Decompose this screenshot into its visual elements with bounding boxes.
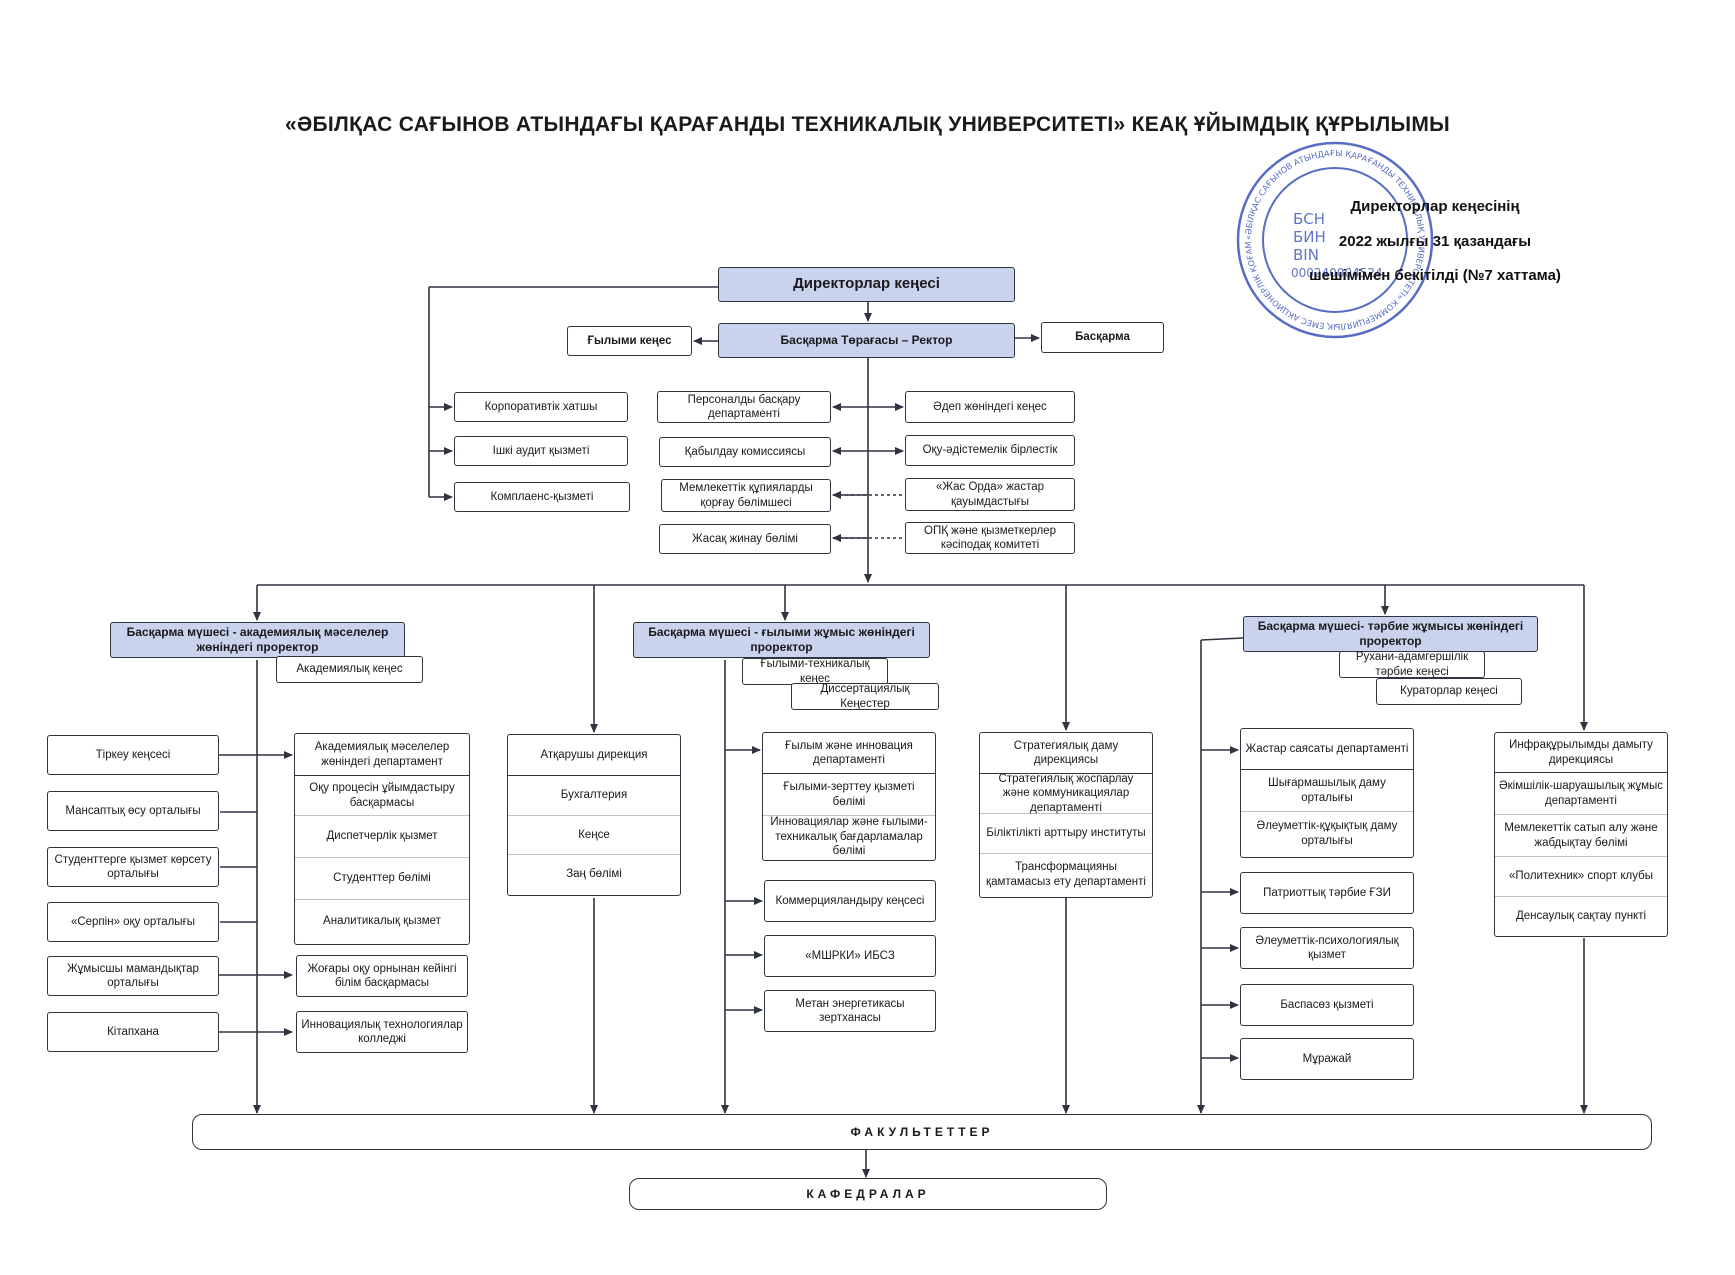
- education-department-stack: Жастар саясаты департаменті Шығармашылық…: [1240, 728, 1414, 858]
- recruitment-unit-box: Жасақ жинау бөлімі: [659, 524, 831, 554]
- scientific-technical-council-box: Ғылыми-техникалық кеңес: [742, 658, 888, 685]
- qualification-institute: Біліктілікті арттыру институты: [980, 814, 1152, 854]
- approval-line-1: Директорлар кеңесінің: [1350, 198, 1520, 215]
- infrastructure-directorate: Инфрақұрылымды дамыту дирекциясы: [1495, 733, 1667, 773]
- strategy-directorate-stack: Стратегиялық даму дирекциясы Стратегиялы…: [979, 732, 1153, 898]
- management-box: Басқарма: [1041, 322, 1164, 353]
- svg-text:000240004524: 000240004524: [1291, 266, 1383, 280]
- executive-directorate: Атқарушы дирекция: [508, 735, 680, 776]
- internal-audit-box: Ішкі аудит қызметі: [454, 436, 628, 466]
- office: Кеңсе: [508, 816, 680, 855]
- transformation-department: Трансформацияны қамтамасыз ету департаме…: [986, 861, 1146, 888]
- svg-text:BIN: BIN: [1293, 246, 1319, 264]
- serpin-center-box: «Серпін» оқу орталығы: [47, 902, 219, 942]
- career-center-box: Мансаптық өсу орталығы: [47, 791, 219, 831]
- mshrki-box: «МШРКИ» ИБСЗ: [764, 935, 936, 977]
- museum-box: Мұражай: [1240, 1038, 1414, 1080]
- academic-affairs-department: Академиялық мәселелер жөніндегі департам…: [295, 734, 469, 776]
- administrative-department: Әкімшілік-шаруашылық жұмыс департаменті: [1495, 773, 1667, 815]
- social-legal-center: Әлеуметтік-құқықтық даму орталығы: [1256, 820, 1398, 847]
- spiritual-council-box: Рухани-адамгершілік тәрбие кеңесі: [1339, 651, 1485, 678]
- approval-line-3: шешімімен бекітілді (№7 хаттама): [1309, 267, 1561, 284]
- learning-process-office: Оқу процесін ұйымдастыру басқармасы: [295, 776, 469, 816]
- academic-department-stack: Академиялық мәселелер жөніндегі департам…: [294, 733, 470, 945]
- curators-council-box: Кураторлар кеңесі: [1376, 678, 1522, 705]
- compliance-service-box: Комплаенс-қызметі: [454, 482, 630, 512]
- executive-directorate-stack: Атқарушы дирекция Бухгалтерия Кеңсе Заң …: [507, 734, 681, 896]
- state-secrets-unit-box: Мемлекеттік құпияларды қорғау бөлімшесі: [661, 479, 831, 512]
- science-council-box: Ғылыми кеңес: [567, 326, 692, 356]
- education-vice-rector-box: Басқарма мүшесі- тәрбие жұмысы жөніндегі…: [1243, 616, 1538, 652]
- polytechnic-sports-club: «Политехник» спорт клубы: [1495, 857, 1667, 897]
- youth-policy-department: Жастар саясаты департаменті: [1241, 729, 1413, 770]
- union-committee-box: ОПҚ және қызметкерлер кәсіподақ комитеті: [905, 522, 1075, 554]
- page-title: «ӘБІЛҚАС САҒЫНОВ АТЫНДАҒЫ ҚАРАҒАНДЫ ТЕХН…: [285, 113, 1450, 136]
- analytics-service: Аналитикалық қызмет: [323, 914, 441, 927]
- chairman-rector-box: Басқарма Төрағасы – Ректор: [718, 323, 1015, 358]
- hr-department-box: Персоналды басқару департаменті: [657, 391, 831, 423]
- library-box: Кітапхана: [47, 1012, 219, 1052]
- infrastructure-directorate-stack: Инфрақұрылымды дамыту дирекциясы Әкімшіл…: [1494, 732, 1668, 937]
- zhas-orda-box: «Жас Орда» жастар қауымдастығы: [905, 478, 1075, 511]
- methodological-association-box: Оқу-әдістемелік бірлестік: [905, 435, 1075, 466]
- social-psychological-service-box: Әлеуметтік-психологиялық қызмет: [1240, 927, 1414, 969]
- science-vice-rector-box: Басқарма мүшесі - ғылыми жұмыс жөніндегі…: [633, 622, 930, 658]
- svg-text:БСН: БСН: [1293, 210, 1325, 228]
- postgraduate-office-box: Жоғары оқу орнынан кейінгі білім басқарм…: [296, 955, 468, 997]
- press-service-box: Баспасөз қызметі: [1240, 984, 1414, 1026]
- accounting: Бухгалтерия: [508, 776, 680, 816]
- registration-office-box: Тіркеу кеңсесі: [47, 735, 219, 775]
- corporate-secretary-box: Корпоративтік хатшы: [454, 392, 628, 422]
- svg-text:БИН: БИН: [1293, 228, 1326, 246]
- innovative-college-box: Инновациялық технологиялар колледжі: [296, 1011, 468, 1053]
- official-seal-icon: «ӘБІЛҚАС САҒЫНОВ АТЫНДАҒЫ ҚАРАҒАНДЫ ТЕХН…: [1235, 140, 1434, 339]
- dispatcher-service: Диспетчерлік қызмет: [295, 816, 469, 858]
- strategic-planning-department: Стратегиялық жоспарлау және коммуникация…: [980, 773, 1152, 814]
- ethics-council-box: Әдеп жөніндегі кеңес: [905, 391, 1075, 423]
- departments-bar: КАФЕДРАЛАР: [629, 1178, 1107, 1210]
- procurement-department: Мемлекеттік сатып алу және жабдықтау бөл…: [1495, 815, 1667, 857]
- health-center: Денсаулық сақтау пункті: [1515, 909, 1647, 922]
- strategic-development-directorate: Стратегиялық даму дирекциясы: [980, 733, 1152, 774]
- research-service-department: Ғылыми-зерттеу қызметі бөлімі: [763, 774, 935, 816]
- patriotic-research-institute-box: Патриоттық тәрбие ҒЗИ: [1240, 872, 1414, 914]
- admission-commission-box: Қабылдау комиссиясы: [659, 437, 831, 467]
- commercialization-office-box: Коммерцияландыру кеңсесі: [764, 880, 936, 922]
- faculties-bar: ФАКУЛЬТЕТТЕР: [192, 1114, 1652, 1150]
- student-services-center-box: Студенттерге қызмет көрсету орталығы: [47, 847, 219, 887]
- legal-department: Заң бөлімі: [566, 867, 622, 880]
- dissertation-councils-box: Диссертациялық Кеңестер: [791, 683, 939, 710]
- students-department: Студенттер бөлімі: [295, 858, 469, 900]
- approval-line-2: 2022 жылғы 31 қазандағы: [1338, 233, 1532, 250]
- methane-lab-box: Метан энергетикасы зертханасы: [764, 990, 936, 1032]
- academic-vice-rector-box: Басқарма мүшесі - академиялық мәселелер …: [110, 622, 405, 658]
- creative-development-center: Шығармашылық даму орталығы: [1241, 770, 1413, 812]
- science-innovation-department: Ғылым және инновация департаменті: [763, 733, 935, 774]
- workers-professions-center-box: Жұмысшы мамандықтар орталығы: [47, 956, 219, 996]
- innovation-programs-department: Инновациялар және ғылыми-техникалық бағд…: [770, 816, 928, 858]
- academic-council-box: Академиялық кеңес: [276, 656, 423, 683]
- science-department-stack: Ғылым және инновация департаменті Ғылыми…: [762, 732, 936, 861]
- board-of-directors-box: Директорлар кеңесі: [718, 267, 1015, 302]
